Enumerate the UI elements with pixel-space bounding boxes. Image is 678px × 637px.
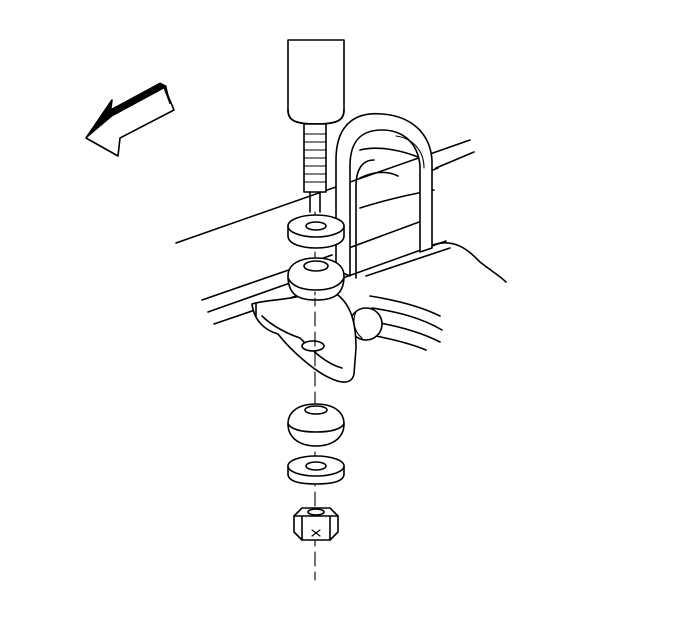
front-direction-arrow-icon [85, 82, 175, 157]
shock-mount-bracket [251, 289, 357, 383]
lower-washer-retainer [287, 455, 345, 485]
lower-rubber-insulator [287, 403, 345, 447]
hex-nut [293, 507, 339, 541]
upper-washer-retainer [287, 214, 345, 249]
u-bolt [335, 112, 433, 279]
shock-absorber [287, 39, 345, 213]
upper-rubber-insulator [287, 257, 345, 301]
leaf-spring [349, 295, 443, 351]
